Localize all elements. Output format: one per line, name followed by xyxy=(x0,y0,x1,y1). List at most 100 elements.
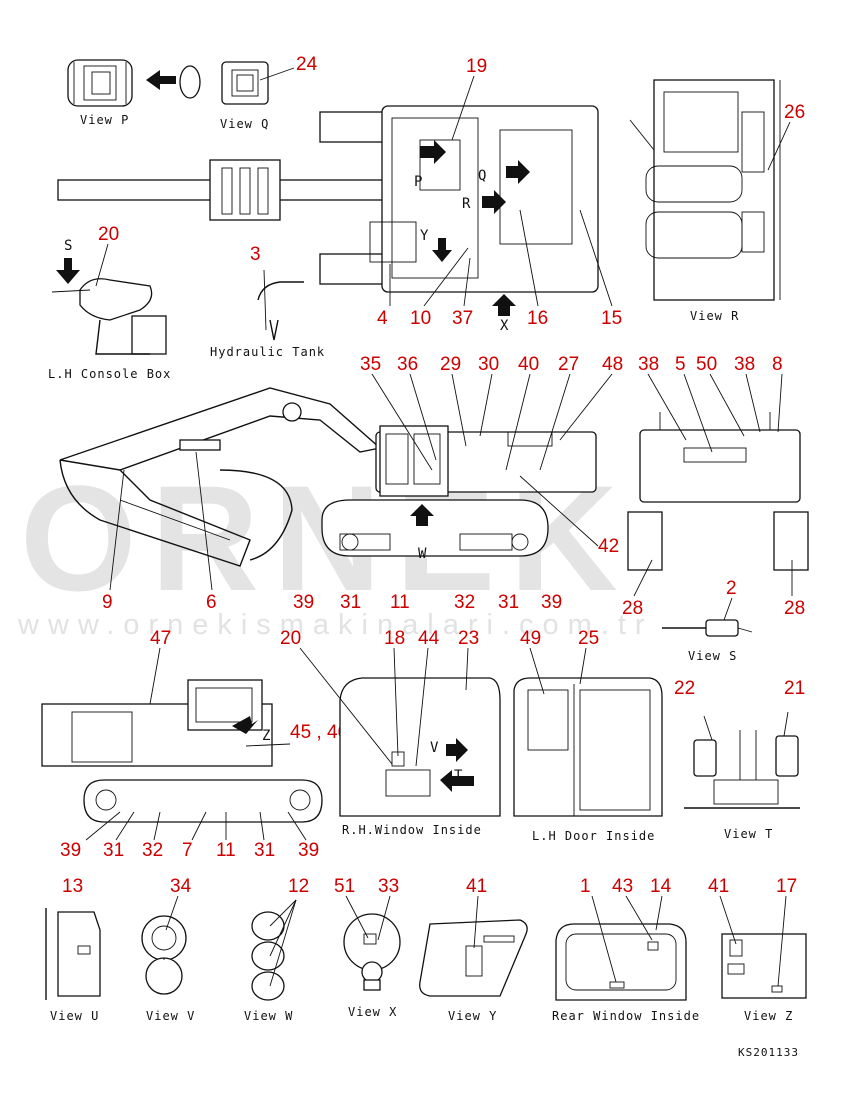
part-number-42: 42 xyxy=(598,536,619,557)
part-number-3: 3 xyxy=(250,244,261,265)
part-number-39-top-left: 39 xyxy=(293,592,314,613)
view-x-drawing xyxy=(343,913,401,991)
view-v-caption: View V xyxy=(146,1009,195,1023)
letter-w-side: W xyxy=(418,546,427,562)
part-number-39-bottom-left: 39 xyxy=(60,840,81,861)
part-number-25: 25 xyxy=(578,628,599,649)
lh-door-drawing xyxy=(513,677,663,817)
part-number-21: 21 xyxy=(784,678,805,699)
part-number-38-left: 38 xyxy=(638,354,659,375)
view-w-drawing xyxy=(251,911,285,1001)
part-number-41-z: 41 xyxy=(708,876,729,897)
part-number-13: 13 xyxy=(62,876,83,897)
view-u-caption: View U xyxy=(50,1009,99,1023)
part-number-12: 12 xyxy=(288,876,309,897)
part-number-27: 27 xyxy=(558,354,579,375)
rear-window-drawing xyxy=(555,923,687,1001)
view-p-caption: View P xyxy=(80,113,129,127)
part-number-41-y: 41 xyxy=(466,876,487,897)
part-number-37: 37 xyxy=(452,308,473,329)
letter-y-plan: Y xyxy=(420,228,429,244)
part-number-19: 19 xyxy=(466,56,487,77)
view-v-drawing xyxy=(141,915,187,995)
part-number-31-bottom-left: 31 xyxy=(103,840,124,861)
part-number-49: 49 xyxy=(520,628,541,649)
letter-s-console: S xyxy=(64,238,72,254)
part-number-48: 48 xyxy=(602,354,623,375)
part-number-17: 17 xyxy=(776,876,797,897)
part-number-31-top-right: 31 xyxy=(498,592,519,613)
part-number-10: 10 xyxy=(410,308,431,329)
part-number-16: 16 xyxy=(527,308,548,329)
part-number-2: 2 xyxy=(726,578,737,599)
letter-q-plan: Q xyxy=(478,168,486,184)
view-q-drawing xyxy=(221,61,269,105)
view-x-caption: View X xyxy=(348,1005,397,1019)
part-number-22: 22 xyxy=(674,678,695,699)
part-number-20-console: 20 xyxy=(98,224,119,245)
part-number-20-window: 20 xyxy=(280,628,301,649)
part-number-33: 33 xyxy=(378,876,399,897)
view-y-caption: View Y xyxy=(448,1009,497,1023)
part-number-47: 47 xyxy=(150,628,171,649)
console-box-drawing: S xyxy=(51,238,167,355)
part-number-39-top-right: 39 xyxy=(541,592,562,613)
rear-window-caption: Rear Window Inside xyxy=(552,1009,700,1023)
part-number-28-left: 28 xyxy=(622,598,643,619)
view-s-drawing xyxy=(662,619,753,637)
part-number-9: 9 xyxy=(102,592,113,613)
part-number-43: 43 xyxy=(612,876,633,897)
rh-window-caption: R.H.Window Inside xyxy=(342,823,482,837)
left-side-view-drawing: Z xyxy=(41,679,323,823)
part-number-39-bottom-right: 39 xyxy=(298,840,319,861)
letter-v-window: V xyxy=(430,740,439,756)
part-number-23: 23 xyxy=(458,628,479,649)
part-number-8: 8 xyxy=(772,354,783,375)
letter-x-plan: X xyxy=(500,318,509,334)
part-number-4: 4 xyxy=(377,308,388,329)
part-number-29: 29 xyxy=(440,354,461,375)
part-number-5: 5 xyxy=(675,354,686,375)
part-number-6: 6 xyxy=(206,592,217,613)
part-number-24: 24 xyxy=(296,54,318,75)
view-z-caption: View Z xyxy=(744,1009,793,1023)
part-number-30: 30 xyxy=(478,354,499,375)
hydraulic-tank-drawing xyxy=(257,269,304,341)
part-number-51: 51 xyxy=(334,876,355,897)
part-number-11-bottom: 11 xyxy=(216,840,236,861)
view-q-caption: View Q xyxy=(220,117,269,131)
view-z-drawing xyxy=(721,933,807,999)
view-t-caption: View T xyxy=(724,827,773,841)
part-number-32-top: 32 xyxy=(454,592,475,613)
view-y-drawing xyxy=(419,919,528,997)
view-t-drawing xyxy=(684,711,800,809)
part-number-36: 36 xyxy=(397,354,418,375)
hydraulic-tank-caption: Hydraulic Tank xyxy=(210,345,325,359)
part-number-45-46: 45 , 46 xyxy=(290,722,348,743)
part-number-38-right: 38 xyxy=(734,354,755,375)
part-number-11-top: 11 xyxy=(390,592,410,613)
part-number-7: 7 xyxy=(182,840,193,861)
part-number-50: 50 xyxy=(696,354,717,375)
console-box-caption: L.H Console Box xyxy=(48,367,171,381)
part-number-28-right: 28 xyxy=(784,598,805,619)
part-number-31-bottom-right: 31 xyxy=(254,840,275,861)
view-u-drawing xyxy=(45,908,101,1000)
letter-p-plan: P xyxy=(414,174,422,190)
rh-window-drawing: V T xyxy=(339,677,501,817)
part-number-14: 14 xyxy=(650,876,672,897)
rear-view-drawing xyxy=(627,412,809,571)
view-r-caption: View R xyxy=(690,309,739,323)
letter-t-window: T xyxy=(454,768,463,784)
part-number-18: 18 xyxy=(384,628,405,649)
view-p-drawing xyxy=(67,59,201,107)
part-number-34: 34 xyxy=(170,876,192,897)
part-number-31-top-left: 31 xyxy=(340,592,361,613)
part-number-44: 44 xyxy=(418,628,440,649)
view-w-caption: View W xyxy=(244,1009,293,1023)
lh-door-caption: L.H Door Inside xyxy=(532,829,655,843)
part-number-40: 40 xyxy=(518,354,539,375)
excavator-side-drawing: W xyxy=(59,387,597,567)
drawing-code: KS201133 xyxy=(738,1046,799,1059)
